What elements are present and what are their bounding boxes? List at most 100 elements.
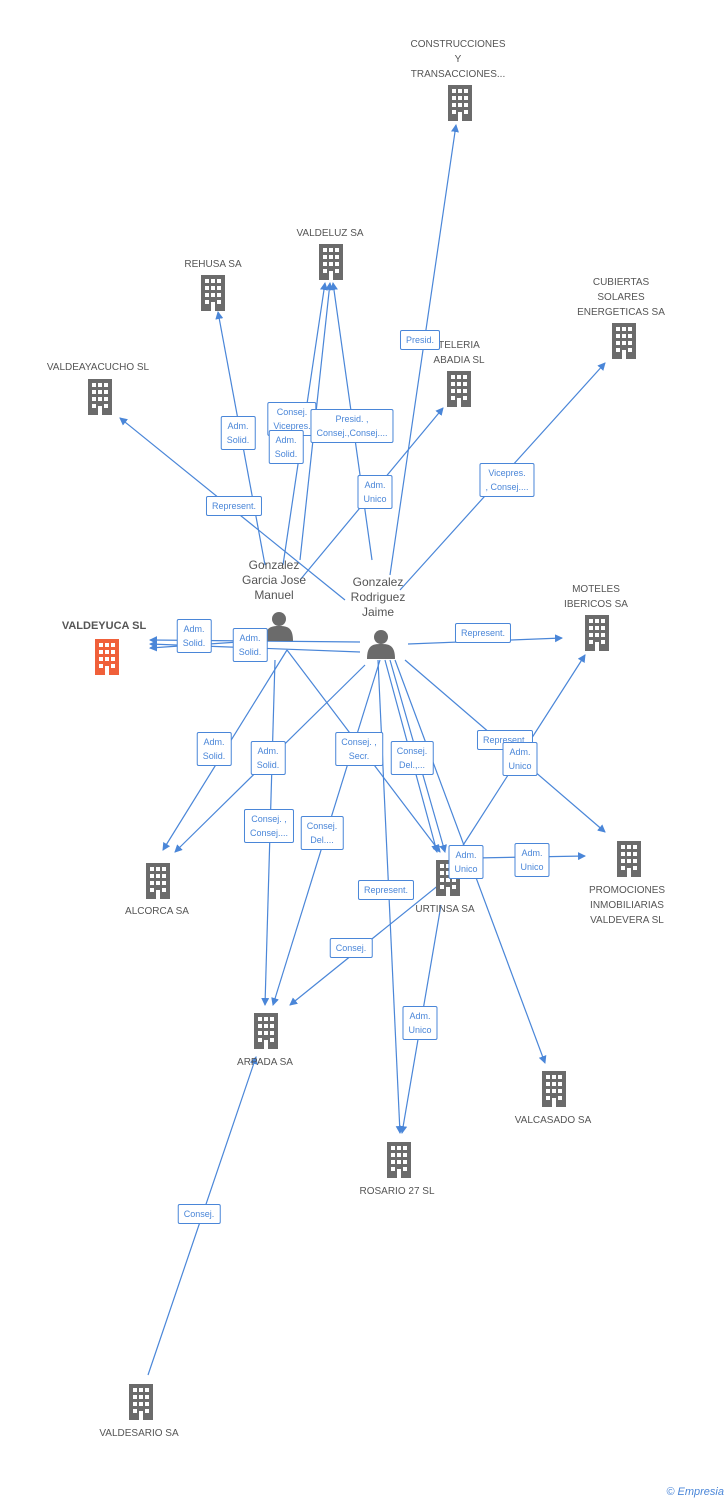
edge-label-line: Consej.... [249,828,289,838]
node-label-line: ENERGETICAS SA [577,307,665,318]
node-label-line: TELERIA [438,340,480,351]
edge-label-line: Consej. [396,746,428,756]
building-icon-cubiertas[interactable] [612,323,636,359]
building-icon-alcorca[interactable] [146,863,170,899]
node-label-line: Garcia Jose [241,573,307,587]
edge-label-e23[interactable]: Consej. [329,938,373,958]
node-label-valdeluz[interactable]: VALDELUZ SA [296,226,363,241]
building-icon-hosteleria[interactable] [447,371,471,407]
edge-label-line: Solid. [202,751,226,761]
edge-label-line: Consej. [335,943,367,953]
building-icon-valdesario[interactable] [129,1384,153,1420]
building-icon-valdeluz[interactable] [319,244,343,280]
edge-label-e8[interactable]: Represent. [205,496,263,516]
node-label-valcasado[interactable]: VALCASADO SA [515,1113,592,1128]
edge-label-e20[interactable]: Adm.Unico [448,845,484,879]
node-label-line: TRANSACCIONES... [410,69,506,80]
edge-label-e21[interactable]: Adm.Unico [514,843,550,877]
node-label-urtinsa[interactable]: URTINSA SA [415,902,474,917]
edge-label-e10[interactable]: Adm.Solid. [232,628,268,662]
edge-label-line: Adm. [203,737,225,747]
edge-label-line: Adm. [521,848,543,858]
edge-label-e18[interactable]: Consej. , Consej.... [243,809,295,843]
edge-label-line: Consej. , [341,737,377,747]
person-icon-gonzalez-garcia[interactable] [265,612,293,641]
edge-label-line: Consej.,Consej.... [316,428,388,438]
node-label-valdesario[interactable]: VALDESARIO SA [99,1426,178,1441]
edge-label-e12[interactable]: Adm. Solid. [196,732,232,766]
building-icon-valcasado[interactable] [542,1071,566,1107]
edge-label-e25[interactable]: Consej. [177,1204,221,1224]
edge-label-line: Represent. [482,735,528,745]
edge-label-e2[interactable]: Adm.Solid. [220,416,256,450]
edge-label-e5[interactable]: Presid. ,Consej.,Consej.... [310,409,394,443]
building-icon-valdeayacucho[interactable] [88,379,112,415]
edge-label-line: Adm. [455,850,477,860]
node-label-line: REHUSA SA [184,259,242,270]
node-label-arpada[interactable]: ARPADA SA [237,1055,293,1070]
edge-label-line: Vicepres. [488,468,526,478]
edge-label-e24[interactable]: Adm.Unico [402,1006,438,1040]
edge-label-line: Solid. [256,760,280,770]
node-label-line: VALCASADO SA [514,1115,592,1126]
copyright-symbol: © [666,1486,675,1498]
building-icon-rehusa[interactable] [201,275,225,311]
node-label-alcorca[interactable]: ALCORCA SA [125,904,189,919]
edge-label-e17[interactable]: Adm. Unico [502,742,538,776]
edge-label-line: Represent. [211,501,257,511]
node-label-valdeayacucho[interactable]: VALDEAYACUCHO SL [47,360,149,375]
brand-name[interactable]: Empresia [677,1486,724,1498]
edge-label-e14[interactable]: Consej. ,Secr. [335,732,383,766]
building-icon-construcciones[interactable] [448,85,472,121]
edge-label-line: Represent. [460,628,506,638]
edge-label-e19[interactable]: Consej.Del.... [300,816,344,850]
node-label-line: URTINSA SA [415,904,475,915]
edge-label-line: Del.,... [398,760,426,770]
node-label-line: ARPADA SA [237,1057,293,1068]
edge-label-line: Unico [508,761,532,771]
building-icon-valdeyuca[interactable] [95,639,119,675]
edge-label-line: Vicepres. [273,421,311,431]
edge-label-e4[interactable]: Adm.Solid. [268,430,304,464]
node-label-line: Jaime [361,605,395,619]
node-label-line: Manuel [254,588,294,602]
building-icon-promociones[interactable] [617,841,641,877]
edge-label-e22[interactable]: Represent. [357,880,415,900]
edge-label-e15[interactable]: Consej. Del.,... [390,741,434,775]
edge-label-line: Adm. [509,747,531,757]
node-label-line: ROSARIO 27 SL [359,1186,435,1197]
node-label-line: IBERICOS SA [564,599,628,610]
edge-label-e13[interactable]: Adm.Solid. [250,741,286,775]
edge-line-1 [389,124,459,576]
node-label-valdeyuca[interactable]: VALDEYUCA SL [62,619,146,634]
edge-label-line: Adm. [227,421,249,431]
edge-label-line: Solid. [238,647,262,657]
edge-label-e9[interactable]: Adm.Solid. [176,619,212,653]
node-label-rehusa[interactable]: REHUSA SA [184,257,241,272]
node-label-line: VALDEVERA SL [590,915,664,926]
edge-label-line: , Consej.... [485,482,529,492]
node-label-rosario[interactable]: ROSARIO 27 SL [359,1184,434,1199]
building-icon-moteles[interactable] [585,615,609,651]
node-label-line: Gonzalez [352,575,404,589]
edge-label-e7[interactable]: Vicepres. , Consej.... [479,463,535,497]
edge-label-line: Solid. [274,449,298,459]
building-icon-rosario[interactable] [387,1142,411,1178]
node-label-line: CUBIERTAS [592,277,650,288]
edge-label-e11[interactable]: Represent. [454,623,512,643]
node-label-line: ALCORCA SA [125,906,189,917]
edge-label-line: Consej. , [251,814,287,824]
edge-label-line: Unico [408,1025,432,1035]
building-icon-arpada[interactable] [254,1013,278,1049]
edge-label-line: Consej. [183,1209,215,1219]
edge-label-e1[interactable]: Presid. [399,330,441,350]
edge-label-e6[interactable]: Adm.Unico [357,475,393,509]
person-icon-gonzalez-rodriguez[interactable] [367,630,395,659]
